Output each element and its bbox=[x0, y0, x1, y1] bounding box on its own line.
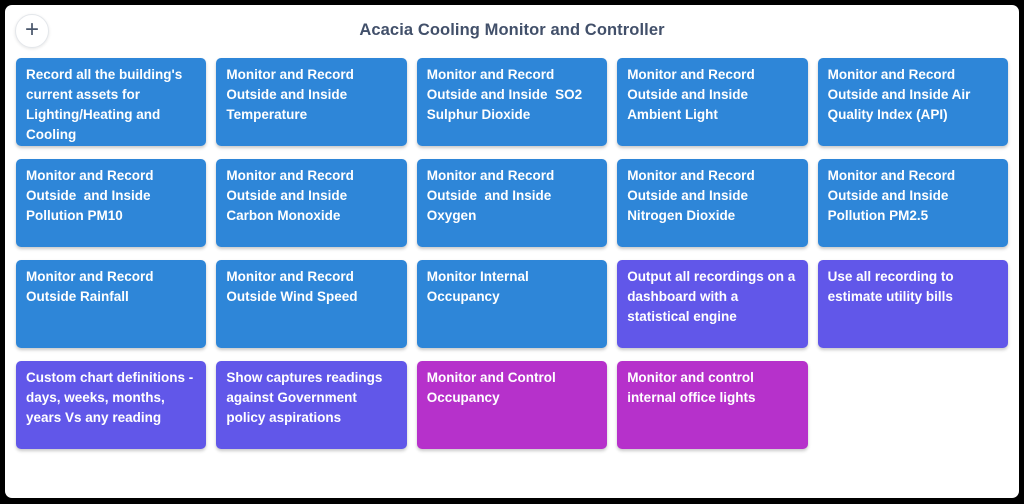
card[interactable]: Monitor and Record Outside and Inside Ca… bbox=[216, 159, 407, 247]
card[interactable]: Monitor and Record Outside and Inside Am… bbox=[617, 58, 808, 146]
card[interactable]: Monitor and Record Outside and Inside Po… bbox=[16, 159, 207, 247]
card[interactable]: Monitor and Record Outside and Inside Te… bbox=[216, 58, 407, 146]
plus-icon: + bbox=[24, 15, 39, 43]
add-card-button[interactable]: + bbox=[15, 14, 49, 48]
card[interactable]: Monitor and Record Outside Wind Speed bbox=[216, 260, 407, 348]
card[interactable]: Custom chart definitions - days, weeks, … bbox=[16, 361, 207, 449]
card[interactable]: Monitor and Record Outside and Inside Po… bbox=[817, 159, 1008, 247]
header: + Acacia Cooling Monitor and Controller bbox=[5, 5, 1019, 58]
main-panel: + Acacia Cooling Monitor and Controller … bbox=[5, 5, 1019, 498]
card[interactable]: Monitor and Record Outside Rainfall bbox=[16, 260, 207, 348]
card[interactable]: Monitor and control internal office ligh… bbox=[617, 361, 808, 449]
card[interactable]: Monitor and Record Outside and Inside Ox… bbox=[416, 159, 608, 247]
card[interactable]: Monitor and Record Outside and Inside Ai… bbox=[817, 58, 1008, 146]
card[interactable]: Show captures readings against Governmen… bbox=[216, 361, 407, 449]
card[interactable]: Monitor and Control Occupancy bbox=[416, 361, 608, 449]
page-title: Acacia Cooling Monitor and Controller bbox=[359, 21, 665, 39]
card[interactable]: Monitor and Record Outside and Inside SO… bbox=[416, 58, 608, 146]
card[interactable]: Monitor Internal Occupancy bbox=[416, 260, 608, 348]
card[interactable]: Use all recording to estimate utility bi… bbox=[817, 260, 1008, 348]
card[interactable]: Record all the building's current assets… bbox=[16, 58, 207, 146]
card-grid: Record all the building's current assets… bbox=[5, 58, 1019, 449]
card[interactable]: Output all recordings on a dashboard wit… bbox=[617, 260, 808, 348]
card[interactable]: Monitor and Record Outside and Inside Ni… bbox=[617, 159, 808, 247]
